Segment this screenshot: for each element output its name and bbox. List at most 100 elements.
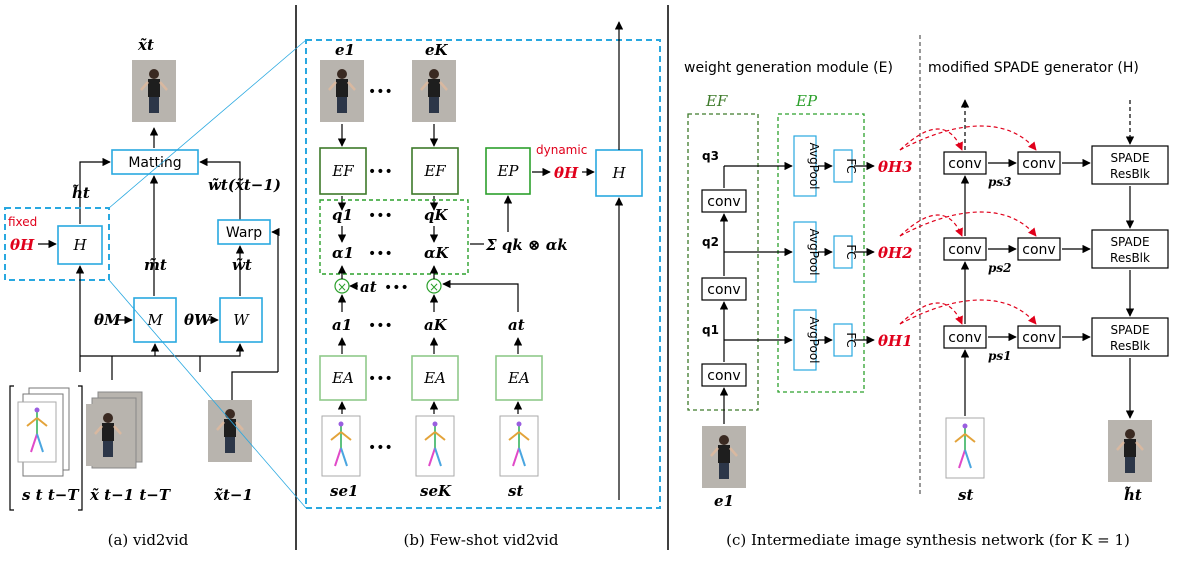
svg-text:ResBlk: ResBlk bbox=[1110, 167, 1150, 181]
label-q3: q3 bbox=[702, 149, 719, 163]
label-theta-h-fixed: θH bbox=[10, 236, 35, 254]
image-stack-a bbox=[84, 402, 132, 468]
label-at: at bbox=[360, 278, 377, 296]
dots-row7: ••• bbox=[368, 371, 393, 387]
dots-row8: ••• bbox=[368, 440, 393, 456]
h-box-b bbox=[595, 149, 643, 197]
ea-label-1: EA bbox=[331, 369, 354, 387]
fc-1 bbox=[833, 323, 853, 357]
ep-label: EP bbox=[496, 162, 519, 180]
label-ek: eK bbox=[425, 41, 449, 59]
label-ak: αK bbox=[424, 244, 450, 262]
dots-row4: ••• bbox=[368, 246, 393, 262]
svg-text:ResBlk: ResBlk bbox=[1110, 251, 1150, 265]
dots-row5: ••• bbox=[384, 280, 409, 296]
q-alpha-box bbox=[319, 199, 469, 275]
pose-se1 bbox=[321, 415, 361, 477]
pose-stack-a bbox=[17, 401, 57, 463]
avgpool-1 bbox=[793, 309, 817, 371]
ps3: ps3 bbox=[988, 175, 1012, 189]
m-label: M bbox=[146, 311, 163, 329]
ef-box-k bbox=[411, 147, 459, 195]
ea-label-t: EA bbox=[507, 369, 530, 387]
ea-label-k: EA bbox=[423, 369, 446, 387]
pose-st-b bbox=[499, 415, 539, 477]
label-theta-m: θM bbox=[94, 311, 121, 329]
ep-box bbox=[485, 147, 531, 195]
svg-text:SPADE: SPADE bbox=[1110, 235, 1149, 249]
w-box bbox=[219, 297, 263, 343]
svg-text:conv: conv bbox=[707, 194, 740, 210]
svg-text:conv: conv bbox=[707, 282, 740, 298]
label-theta-w: θW bbox=[184, 311, 213, 329]
label-qk: qK bbox=[424, 206, 448, 224]
label-dynamic: dynamic bbox=[536, 143, 587, 157]
label-st-b: st bbox=[508, 482, 523, 500]
theta-h3: θH3 bbox=[878, 158, 913, 176]
conv-h-1a bbox=[943, 325, 987, 349]
svg-text:FC: FC bbox=[844, 244, 858, 259]
ep-dashed-c bbox=[777, 113, 865, 393]
dots-row1: ••• bbox=[368, 84, 393, 100]
avgpool-2 bbox=[793, 221, 817, 283]
label-x-stack: x̃ t−1 t−T bbox=[89, 486, 172, 504]
dashed-box-a bbox=[4, 207, 110, 281]
warp-box bbox=[217, 219, 271, 245]
label-a1b: a1 bbox=[332, 316, 352, 334]
image-e1 bbox=[318, 58, 366, 124]
svg-text:AvgPool: AvgPool bbox=[807, 142, 821, 189]
caption-c: (c) Intermediate image synthesis network… bbox=[726, 531, 1130, 549]
dots-row3: ••• bbox=[368, 208, 393, 224]
caption-a: (a) vid2vid bbox=[108, 531, 189, 549]
svg-text:FC: FC bbox=[844, 158, 858, 173]
panel-b: e1 eK ••• EF ••• EF EP dynamic θH H q1 •… bbox=[305, 21, 661, 549]
avgpool-3 bbox=[793, 135, 817, 197]
label-st-c: st bbox=[958, 486, 973, 504]
ea-box-k bbox=[411, 355, 459, 401]
conv-h-2b bbox=[1017, 237, 1061, 261]
label-thetah-dyn: θH bbox=[554, 164, 579, 182]
label-w-t: w̃t bbox=[232, 256, 252, 274]
matting-label: Matting bbox=[128, 155, 181, 171]
label-q1: q1 bbox=[332, 206, 353, 224]
image-ek bbox=[410, 58, 458, 124]
panel-c: weight generation module (E) modified SP… bbox=[684, 60, 1169, 549]
dashed-box-b bbox=[305, 39, 661, 509]
svg-text:×: × bbox=[337, 280, 347, 294]
conv-c-2 bbox=[701, 277, 747, 301]
matting-box bbox=[111, 149, 199, 175]
caption-b: (b) Few-shot vid2vid bbox=[404, 531, 559, 549]
fc-2 bbox=[833, 235, 853, 269]
h-box-a bbox=[57, 225, 103, 265]
ps1: ps1 bbox=[988, 349, 1012, 363]
svg-text:conv: conv bbox=[1022, 330, 1055, 346]
svg-text:conv: conv bbox=[948, 242, 981, 258]
dots-row6: ••• bbox=[368, 318, 393, 334]
label-h-t: h̃t bbox=[72, 184, 90, 202]
conv-c-1 bbox=[701, 363, 747, 387]
conv-h-3a bbox=[943, 151, 987, 175]
svg-text:SPADE: SPADE bbox=[1110, 151, 1149, 165]
pose-st-c bbox=[945, 417, 985, 479]
panel-a: x̃t Matting h̃t w̃t(x̃t−1) fixed θH H Wa… bbox=[4, 36, 307, 549]
fc-3 bbox=[833, 149, 853, 183]
label-ht-c: h̃t bbox=[1124, 486, 1142, 504]
theta-h1: θH1 bbox=[878, 332, 913, 350]
svg-text:conv: conv bbox=[1022, 242, 1055, 258]
conv-h-1b bbox=[1017, 325, 1061, 349]
label-m-t: m̃t bbox=[144, 256, 167, 274]
ef-dashed-c bbox=[687, 113, 759, 411]
svg-text:SPADE: SPADE bbox=[1110, 323, 1149, 337]
label-x-t-tilde: x̃t bbox=[137, 36, 154, 54]
label-fixed: fixed bbox=[8, 215, 37, 229]
label-q2: q2 bbox=[702, 235, 719, 249]
title-spade-gen: modified SPADE generator (H) bbox=[928, 60, 1139, 76]
image-prev-a bbox=[206, 398, 254, 464]
ef-label-1: EF bbox=[331, 162, 354, 180]
ps2: ps2 bbox=[988, 261, 1012, 275]
svg-text:FC: FC bbox=[844, 332, 858, 347]
label-e1: e1 bbox=[335, 41, 355, 59]
label-sum: Σ qk ⊗ αk bbox=[485, 236, 568, 254]
label-q1c: q1 bbox=[702, 323, 719, 337]
